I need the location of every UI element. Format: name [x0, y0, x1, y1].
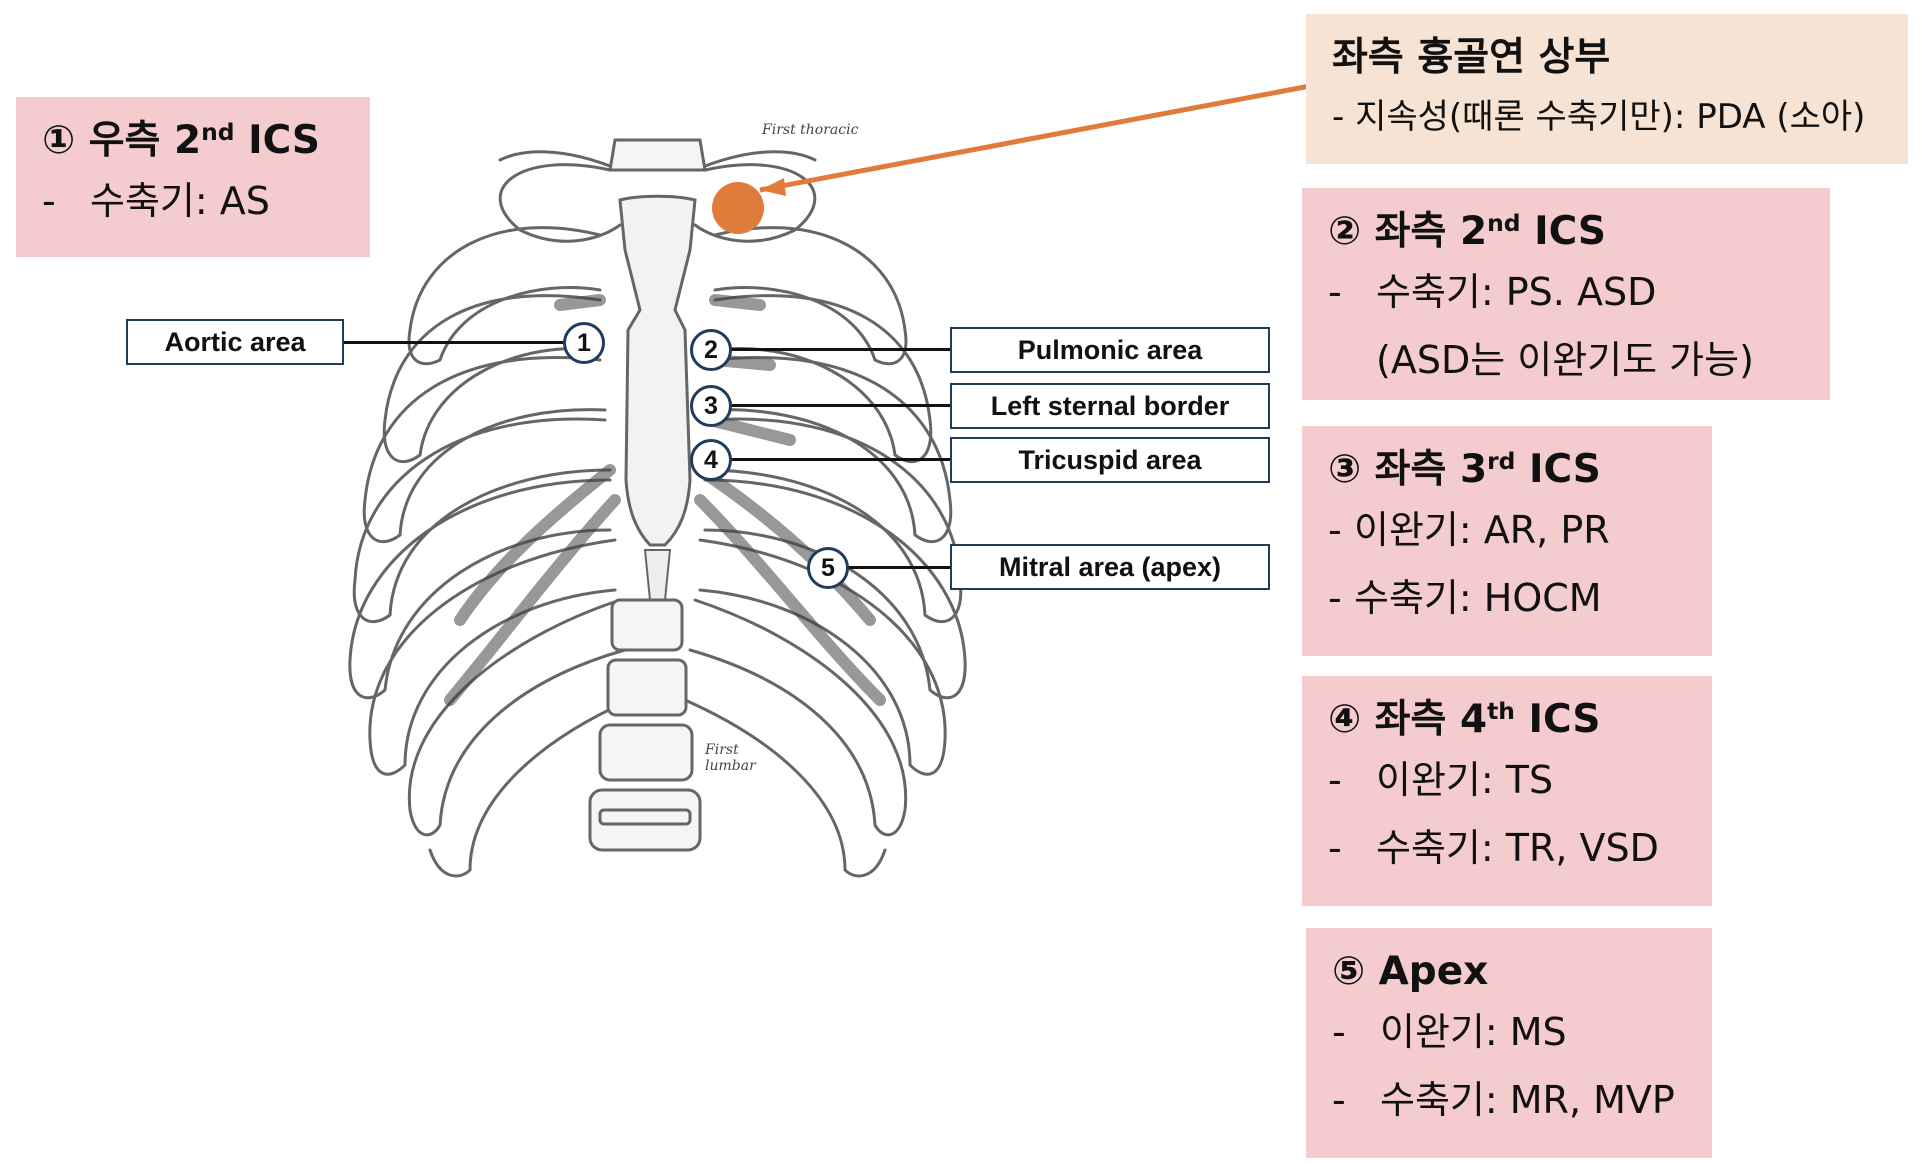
- mitral-area-label: Mitral area (apex): [950, 544, 1270, 590]
- lumbar-vertebrae: [588, 598, 702, 852]
- apex-title-text: Apex: [1378, 949, 1489, 994]
- left-upper-sternal-border-box: 좌측 흉골연 상부 - 지속성(때론 수축기만): PDA (소아): [1306, 14, 1908, 164]
- right-2nd-ics-title: ① 우측 2nd ICS: [42, 115, 344, 167]
- left-3rd-ics-circle: ③: [1328, 447, 1362, 492]
- thoracic-vertebra: [608, 138, 707, 172]
- connector-aortic: [343, 341, 571, 344]
- apex-circle: ⑤: [1332, 949, 1366, 994]
- marker-2: 2: [690, 329, 732, 371]
- left-2nd-ics-circle: ②: [1328, 209, 1362, 254]
- left-4th-ics-title-text: 좌측 4: [1374, 697, 1488, 742]
- left-4th-ics-box: ④ 좌측 4th ICS -이완기: TS -수축기: TR, VSD: [1302, 676, 1712, 906]
- apex-box: ⑤ Apex -이완기: MS -수축기: MR, MVP: [1306, 928, 1712, 1158]
- first-thoracic-label: First thoracic: [762, 122, 859, 138]
- right-ribs: [683, 163, 967, 878]
- tricuspid-area-label: Tricuspid area: [950, 437, 1270, 483]
- sternum: [618, 194, 697, 547]
- right-2nd-ics-text: 수축기: AS: [90, 179, 270, 223]
- pda-pointer-line: [759, 83, 1311, 193]
- marker-4: 4: [690, 439, 732, 481]
- left-upper-sternal-line: - 지속성(때론 수축기만): PDA (소아): [1332, 97, 1866, 137]
- connector-left-sternal: [730, 404, 954, 407]
- left-3rd-ics-title: ③ 좌측 3rd ICS: [1328, 444, 1686, 496]
- first-lumbar-label-line1: First: [705, 742, 739, 758]
- connector-pulmonic: [730, 348, 954, 351]
- left-2nd-ics-title: ② 좌측 2nd ICS: [1328, 206, 1804, 258]
- left-sternal-border-label: Left sternal border: [950, 383, 1270, 429]
- left-3rd-ics-title-ics: ICS: [1515, 447, 1601, 492]
- left-2nd-ics-text-1: 수축기: PS. ASD: [1376, 270, 1657, 314]
- marker-3: 3: [690, 385, 732, 427]
- left-2nd-ics-title-ics: ICS: [1520, 209, 1607, 254]
- apex-text-1: 이완기: MS: [1380, 1010, 1567, 1054]
- left-3rd-ics-text-2: 수축기: HOCM: [1354, 576, 1602, 620]
- right-2nd-ics-sup: nd: [201, 118, 235, 147]
- left-3rd-ics-sup: rd: [1487, 447, 1516, 476]
- left-4th-ics-text-2: 수축기: TR, VSD: [1376, 826, 1659, 870]
- left-4th-ics-sup: th: [1487, 697, 1515, 726]
- left-2nd-ics-line-2: (ASD는 이완기도 가능): [1376, 338, 1754, 382]
- marker-5: 5: [807, 547, 849, 589]
- apex-dash-2: -: [1332, 1078, 1346, 1122]
- right-2nd-ics-line: -수축기: AS: [42, 167, 344, 235]
- left-2nd-ics-box: ② 좌측 2nd ICS -수축기: PS. ASD (ASD는 이완기도 가능…: [1302, 188, 1830, 400]
- first-lumbar-label: First lumbar: [705, 742, 756, 774]
- aortic-area-label: Aortic area: [126, 319, 344, 365]
- first-lumbar-label-line2: lumbar: [705, 758, 756, 774]
- pulmonic-area-label: Pulmonic area: [950, 327, 1270, 373]
- left-4th-ics-text-1: 이완기: TS: [1376, 758, 1554, 802]
- pda-location-dot: [712, 182, 764, 234]
- right-2nd-ics-dash: -: [42, 179, 56, 223]
- apex-title: ⑤ Apex: [1332, 946, 1686, 998]
- left-3rd-ics-dash-1: -: [1328, 508, 1342, 552]
- left-3rd-ics-text-1: 이완기: AR, PR: [1354, 508, 1610, 552]
- left-4th-ics-line-2: -수축기: TR, VSD: [1328, 814, 1686, 882]
- left-4th-ics-title: ④ 좌측 4th ICS: [1328, 694, 1686, 746]
- left-2nd-ics-line-1: -수축기: PS. ASD: [1328, 258, 1804, 326]
- left-4th-ics-dash-1: -: [1328, 758, 1342, 802]
- apex-line-2: -수축기: MR, MVP: [1332, 1066, 1686, 1134]
- left-2nd-ics-sup: nd: [1487, 209, 1521, 238]
- left-3rd-ics-line-2: -수축기: HOCM: [1328, 564, 1686, 632]
- left-2nd-ics-dash: -: [1328, 270, 1342, 314]
- left-4th-ics-title-ics: ICS: [1514, 697, 1601, 742]
- left-4th-ics-dash-2: -: [1328, 826, 1342, 870]
- costal-cartilages: [444, 294, 886, 706]
- left-2nd-ics-title-text: 좌측 2: [1374, 209, 1488, 254]
- left-4th-ics-line-1: -이완기: TS: [1328, 746, 1686, 814]
- right-2nd-ics-circle: ①: [42, 118, 76, 163]
- left-upper-sternal-title: 좌측 흉골연 상부: [1332, 35, 1611, 80]
- clavicles: [498, 150, 817, 172]
- left-4th-ics-circle: ④: [1328, 697, 1362, 742]
- right-2nd-ics-title-text: 우측 2: [88, 118, 202, 163]
- left-3rd-ics-dash-2: -: [1328, 576, 1342, 620]
- connector-mitral: [846, 566, 954, 569]
- left-3rd-ics-box: ③ 좌측 3rd ICS -이완기: AR, PR -수축기: HOCM: [1302, 426, 1712, 656]
- right-2nd-ics-box: ① 우측 2nd ICS -수축기: AS: [16, 97, 370, 257]
- left-ribs: [348, 163, 632, 878]
- apex-text-2: 수축기: MR, MVP: [1380, 1078, 1675, 1122]
- pda-pointer-arrowhead: [760, 178, 786, 196]
- left-3rd-ics-title-text: 좌측 3: [1374, 447, 1488, 492]
- marker-1: 1: [563, 322, 605, 364]
- apex-dash-1: -: [1332, 1010, 1346, 1054]
- connector-tricuspid: [730, 458, 954, 461]
- apex-line-1: -이완기: MS: [1332, 998, 1686, 1066]
- left-3rd-ics-line-1: -이완기: AR, PR: [1328, 496, 1686, 564]
- right-2nd-ics-title-ics: ICS: [234, 118, 321, 163]
